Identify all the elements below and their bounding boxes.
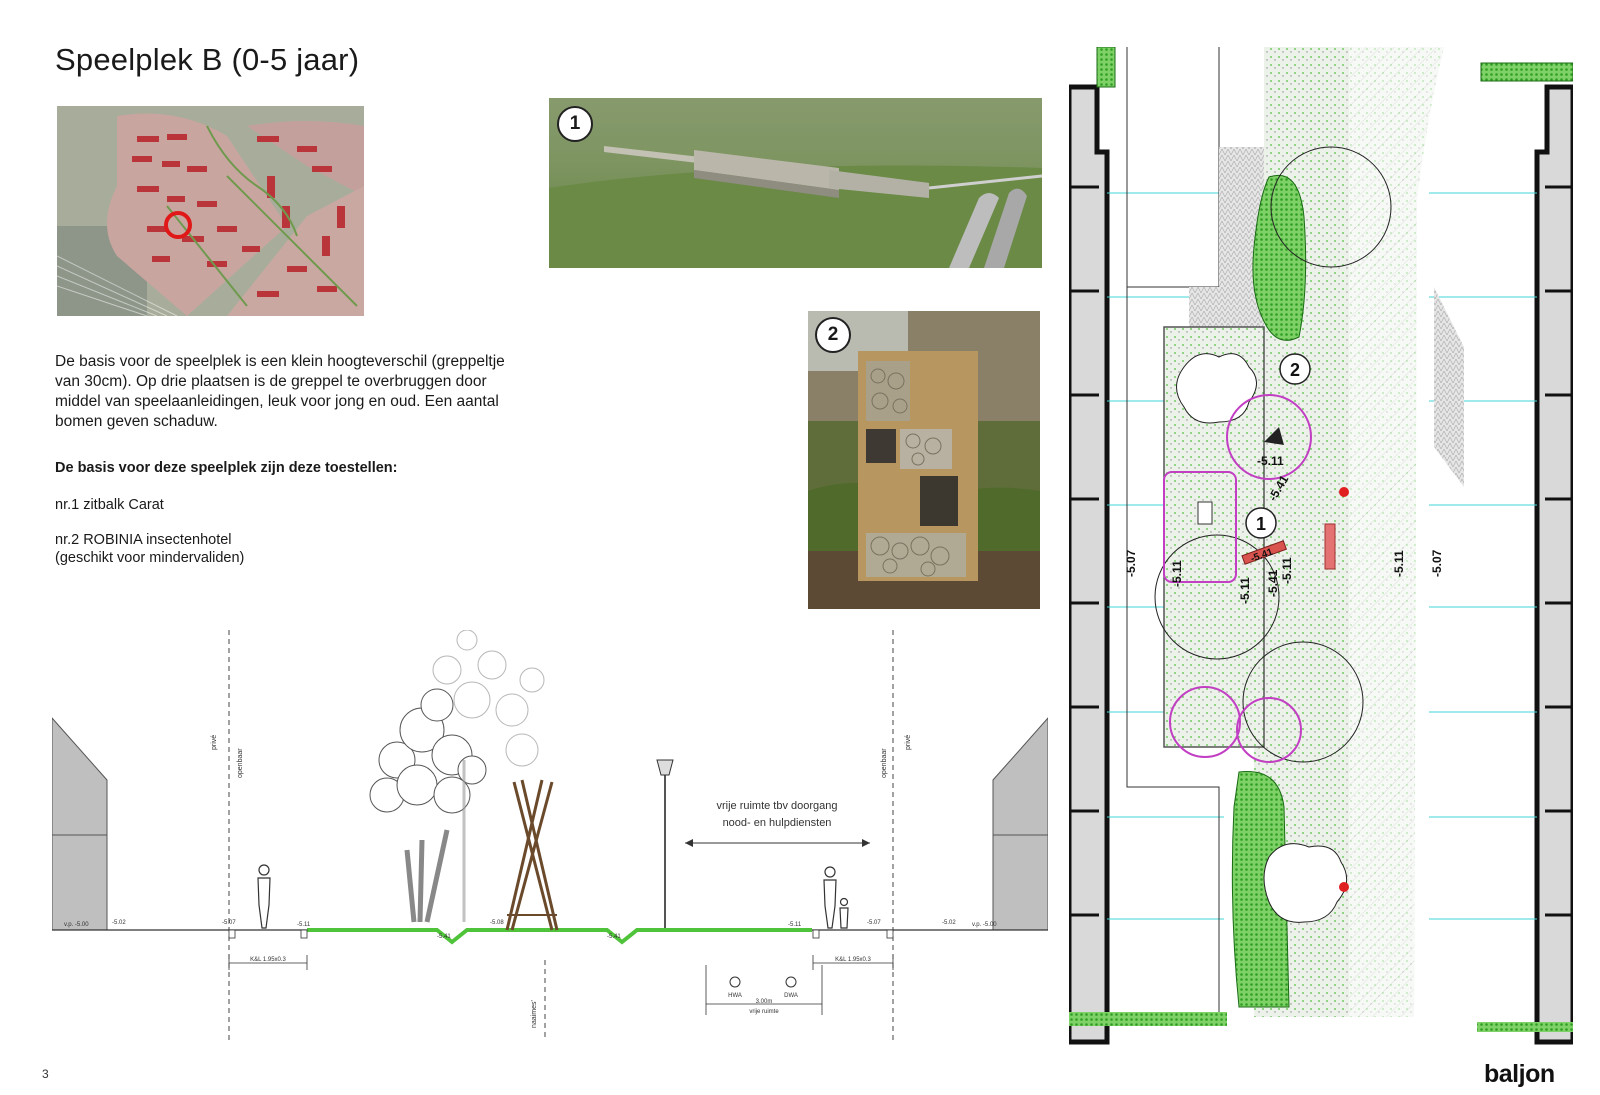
page-title: Speelplek B (0-5 jaar)	[55, 42, 360, 77]
location-map-graphic	[56, 106, 364, 317]
label-naaimes: naaimes'	[531, 1000, 538, 1028]
page-number: 3	[42, 1067, 49, 1081]
plan-level-511-a: -5.11	[1257, 454, 1284, 468]
level-1: -5.02	[112, 920, 126, 926]
photo-zitbalk-image	[549, 98, 1043, 268]
section-house-left	[51, 716, 108, 931]
plan-level-541-c: -5.41	[1266, 569, 1280, 597]
level-6: -5.41	[607, 934, 621, 940]
section-person-right	[823, 866, 849, 929]
kbl-right: K&L 1.95x0.3	[835, 957, 871, 963]
equipment-item-1: nr.1 zitbalk Carat	[55, 497, 164, 513]
photo-insectenhotel-image	[808, 311, 1040, 609]
label-hwa: HWA	[728, 993, 742, 999]
site-plan-svg: 2 1 -5.07 -5.07 -5.11 -5.11 -5.11 -5.11 …	[1066, 46, 1576, 1045]
photo-2-number-badge: 2	[815, 317, 851, 353]
level-4: -5.41	[437, 934, 451, 940]
cross-section-svg: vrije ruimte tbv doorgang nood- en hulpd…	[51, 629, 1049, 1040]
level-2: -5.07	[222, 920, 236, 926]
equipment-subheading: De basis voor deze speelplek zijn deze t…	[55, 460, 398, 476]
plan-marker-1: 1	[1256, 514, 1266, 534]
photo-zitbalk: 1	[549, 98, 1043, 268]
equipment-item-2-line1: nr.2 ROBINIA insectenhotel	[55, 532, 232, 548]
cross-section-drawing: vrije ruimte tbv doorgang nood- en hulpd…	[51, 629, 1049, 1050]
plan-level-507-left: -5.07	[1124, 549, 1138, 577]
plan-level-511-right: -5.11	[1392, 550, 1406, 577]
label-dwa: DWA	[784, 993, 798, 999]
plan-marker-2: 2	[1290, 360, 1300, 380]
label-prive-left: privé	[211, 735, 218, 750]
section-tree-right	[432, 629, 545, 922]
section-house-right	[992, 716, 1049, 931]
section-person-left	[257, 864, 271, 929]
photo-1-number-badge: 1	[557, 106, 593, 142]
label-openbaar-left: openbaar	[237, 748, 244, 778]
photo-insectenhotel: 2	[808, 311, 1040, 609]
level-9: -5.02	[942, 920, 956, 926]
label-prive-right: privé	[905, 735, 912, 750]
level-3: -5.11	[297, 922, 311, 928]
equipment-item-2: nr.2 ROBINIA insectenhotel (geschikt voo…	[55, 531, 244, 567]
plan-level-511-b: -5.11	[1170, 560, 1184, 587]
section-climbing-frame	[505, 779, 559, 931]
label-openbaar-right: openbaar	[881, 748, 888, 778]
site-plan: 2 1 -5.07 -5.07 -5.11 -5.11 -5.11 -5.11 …	[1066, 46, 1576, 1049]
equipment-item-2-line2: (geschikt voor mindervaliden)	[55, 550, 245, 566]
level-vp-right: v.p. -5.00	[972, 922, 997, 928]
level-7: -5.11	[788, 922, 802, 928]
plan-level-511-d: -5.11	[1280, 557, 1294, 584]
free-space-label-1: vrije ruimte tbv doorgang	[716, 800, 837, 812]
free-space-label-2: nood- en hulpdiensten	[723, 817, 832, 829]
intro-paragraph: De basis voor de speelplek is een klein …	[55, 353, 505, 430]
plan-level-511-c: -5.11	[1238, 577, 1252, 604]
level-vp-left: v.p. -5.00	[64, 922, 89, 928]
baljon-logo: baljon	[1484, 1060, 1555, 1088]
level-5: -5.08	[490, 920, 504, 926]
location-map	[56, 106, 364, 317]
section-tree-left	[369, 688, 487, 923]
plan-level-507-right: -5.07	[1430, 549, 1444, 577]
label-width-caption: vrije ruimte	[749, 1009, 779, 1015]
level-8: -5.07	[867, 920, 881, 926]
label-width: 3.00m	[756, 999, 773, 1005]
kbl-left: K&L 1.95x0.3	[250, 957, 286, 963]
